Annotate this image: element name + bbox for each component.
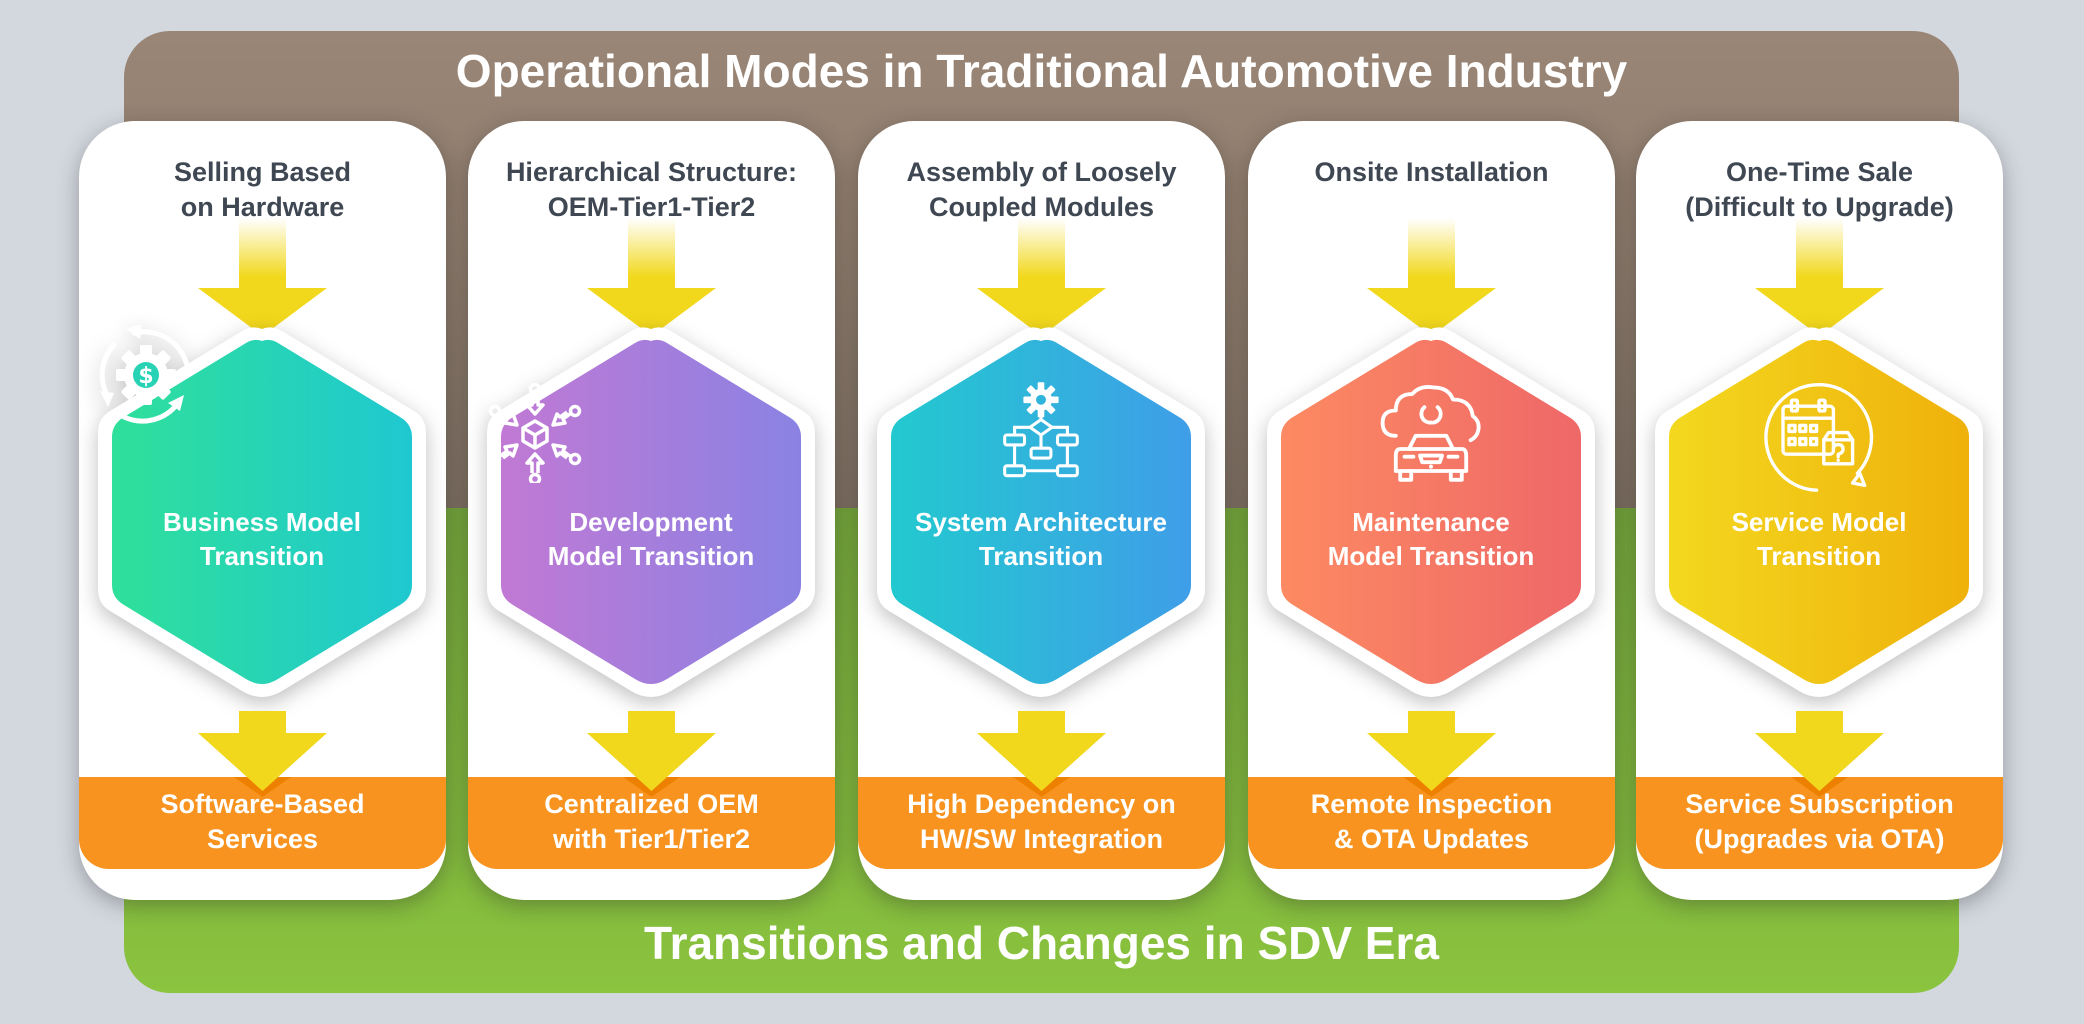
sdv-result-band: Remote Inspection & OTA Updates <box>1248 777 1615 869</box>
sdv-result-band: Service Subscription (Upgrades via OTA) <box>1636 777 2003 869</box>
car-cloud-sync-icon <box>1380 385 1481 482</box>
column-maintenance-model: Onsite Installation Maintenance Model Tr… <box>1248 121 1615 900</box>
down-arrow-icon <box>977 711 1106 791</box>
down-arrow-icon <box>587 218 716 336</box>
transition-hexagon: $ Business Model Transition <box>96 325 428 697</box>
column-business-model: Selling Based on Hardware <box>79 121 446 900</box>
traditional-mode-label: One-Time Sale (Difficult to Upgrade) <box>1685 157 1954 222</box>
column-system-architecture: Assembly of Loosely Coupled Modules <box>858 121 1225 900</box>
traditional-mode-label: Hierarchical Structure: OEM-Tier1-Tier2 <box>505 157 798 222</box>
footer-title: Transitions and Changes in SDV Era <box>644 917 1439 969</box>
svg-text:$: $ <box>138 364 153 389</box>
sdv-result-label: Remote Inspection & OTA Updates <box>1310 789 1553 854</box>
gear-dollar-cycle-icon: $ <box>99 325 191 424</box>
transition-hexagon: Maintenance Model Transition <box>1265 325 1597 697</box>
column-service-model: One-Time Sale (Difficult to Upgrade) <box>1636 121 2003 900</box>
sdv-result-label: High Dependency on HW/SW Integration <box>907 789 1176 854</box>
sdv-result-label: Service Subscription (Upgrades via OTA) <box>1685 789 1954 854</box>
traditional-mode-label: Assembly of Loosely Coupled Modules <box>906 157 1177 222</box>
transition-hexagon: Development Model Transition <box>485 325 817 697</box>
traditional-mode-label: Selling Based on Hardware <box>173 157 352 222</box>
down-arrow-icon <box>198 218 327 336</box>
transition-label: Development Model Transition <box>547 507 755 571</box>
gear-flowchart-icon <box>1003 382 1079 478</box>
sdv-result-band: High Dependency on HW/SW Integration <box>858 777 1225 869</box>
transition-label: Business Model Transition <box>163 507 361 571</box>
sdv-result-band: Software-Based Services <box>79 777 446 869</box>
column-development-model: Hierarchical Structure: OEM-Tier1-Tier2 <box>468 121 835 900</box>
header-title: Operational Modes in Traditional Automot… <box>455 45 1628 97</box>
transition-label: Maintenance Model Transition <box>1327 507 1535 571</box>
sdv-result-label: Centralized OEM with Tier1/Tier2 <box>544 789 759 854</box>
down-arrow-icon <box>198 711 327 791</box>
transition-hexagon: Service Model Transition <box>1653 325 1985 697</box>
traditional-mode-label: Onsite Installation <box>1314 157 1549 187</box>
transition-label: System Architecture Transition <box>915 507 1167 571</box>
down-arrow-icon <box>1367 218 1496 336</box>
transition-hexagon: System Architecture Transition <box>875 325 1207 697</box>
down-arrow-icon <box>977 218 1106 336</box>
transition-label: Service Model Transition <box>1731 507 1907 571</box>
sdv-result-band: Centralized OEM with Tier1/Tier2 <box>468 777 835 869</box>
cube-converging-arrows-icon <box>488 383 582 483</box>
down-arrow-icon <box>1367 711 1496 791</box>
down-arrow-icon <box>1755 711 1884 791</box>
calendar-package-cycle-icon <box>1764 383 1874 492</box>
down-arrow-icon <box>1755 218 1884 336</box>
sdv-result-label: Software-Based Services <box>160 789 365 854</box>
down-arrow-icon <box>587 711 716 791</box>
